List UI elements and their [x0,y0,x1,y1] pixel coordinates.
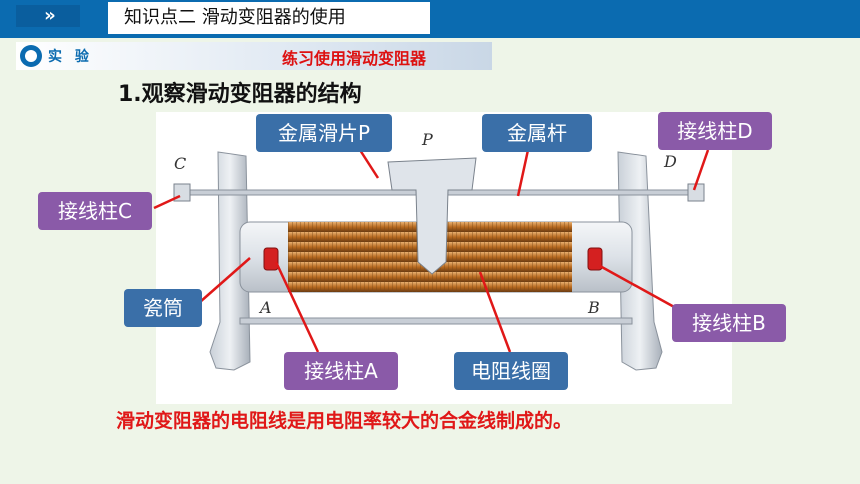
label-b: B [588,298,600,317]
callout-terminal-c: 接线柱C [38,192,152,230]
label-c: C [174,154,187,173]
label-a: A [260,298,272,317]
section-title: 知识点二 滑动变阻器的使用 [108,2,430,34]
experiment-bar: 实 验 练习使用滑动变阻器 [16,42,492,70]
callout-metal-slider: 金属滑片P [256,114,392,152]
conclusion-text: 滑动变阻器的电阻线是用电阻率较大的合金线制成的。 [116,410,573,432]
page-heading: 1.观察滑动变阻器的结构 [118,82,362,107]
callout-metal-rod: 金属杆 [482,114,592,152]
callout-resistance-coil: 电阻线圈 [454,352,568,390]
rheostat-illustration [173,151,705,371]
experiment-title: 练习使用滑动变阻器 [282,49,427,68]
rheostat-figure: P C D A B [156,112,732,404]
label-d: D [664,152,677,171]
callout-terminal-a: 接线柱A [284,352,398,390]
chevron-right-icon: » [16,5,80,27]
callout-terminal-b: 接线柱B [672,304,786,342]
experiment-icon [20,45,42,67]
top-header-bar: » 知识点二 滑动变阻器的使用 [0,0,860,38]
callout-porcelain-tube: 瓷筒 [124,289,202,327]
callout-terminal-d: 接线柱D [658,112,772,150]
experiment-label: 实 验 [48,49,93,65]
label-p: P [422,130,433,149]
